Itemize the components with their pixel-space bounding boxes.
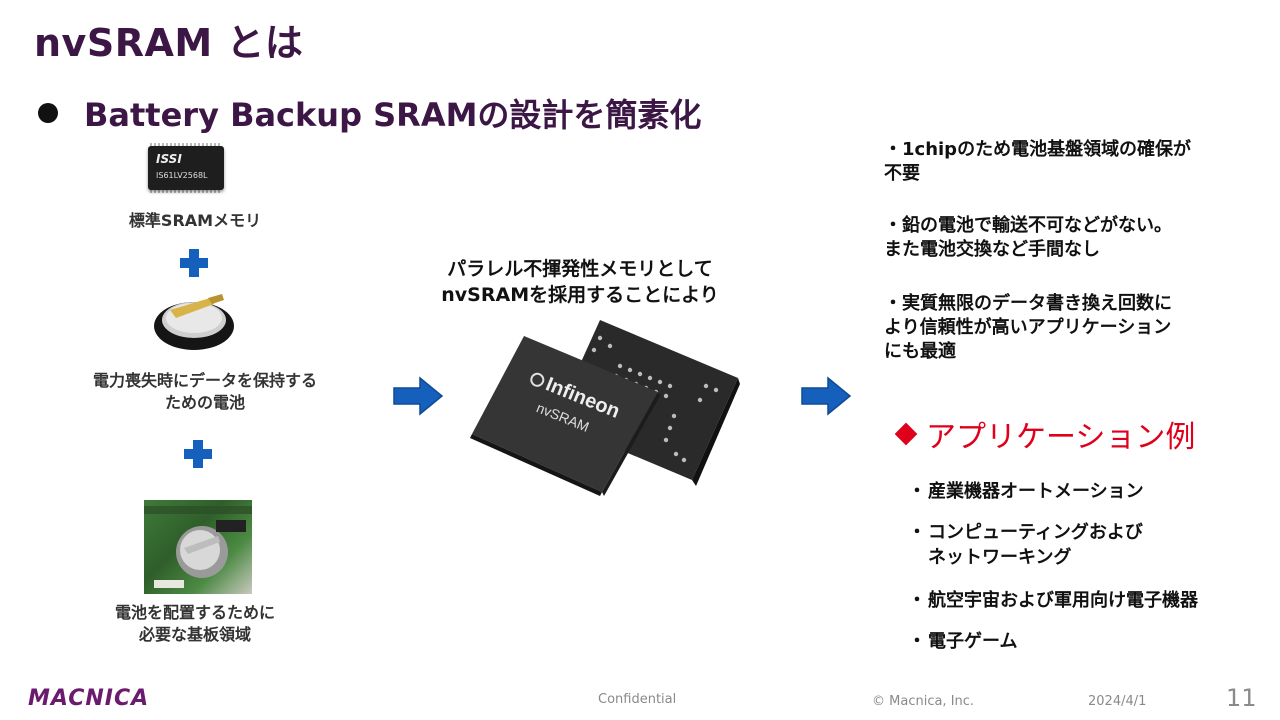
slide-title: nvSRAM とは xyxy=(34,21,304,65)
list-item: ・ 産業機器オートメーション xyxy=(908,480,1144,504)
benefit-3-line3: にも最適 xyxy=(884,341,956,362)
sram-chip-brand: ISSI xyxy=(156,152,182,166)
list-bullet: ・ xyxy=(908,631,926,652)
nvsram-description-line2: nvSRAMを採用することにより xyxy=(441,284,719,306)
benefit-1-line2: 不要 xyxy=(884,163,920,184)
list-item: ・ 航空宇宙および軍用向け電子機器 xyxy=(908,589,1198,613)
list-item-text: コンピューティングおよび xyxy=(928,522,1143,543)
board-label-line2: 必要な基板領域 xyxy=(138,625,251,644)
nvsram-chip-image: Infineon nvSRAM xyxy=(470,320,740,496)
list-item: ネットワーキング xyxy=(908,546,1071,570)
chip-pins-bottom xyxy=(150,189,222,193)
list-item-text: 航空宇宙および軍用向け電子機器 xyxy=(928,590,1198,611)
list-item: ・ 電子ゲーム xyxy=(908,630,1017,654)
macnica-logo: MACNICA xyxy=(28,686,150,711)
list-bullet: ・ xyxy=(908,590,926,611)
board-photo xyxy=(144,500,252,594)
applications-title: アプリケーション例 xyxy=(894,412,1196,456)
benefit-2-line2: また電池交換など手間なし xyxy=(884,239,1100,260)
confidential-label: Confidential xyxy=(598,692,677,707)
arrow-right-icon xyxy=(393,376,444,416)
nvsram-description-line1: パラレル不揮発性メモリとして xyxy=(447,258,713,280)
sram-chip-part: IS61LV2568L xyxy=(156,171,208,180)
benefit-3-line1: ・実質無限のデータ書き換え回数に xyxy=(884,293,1172,314)
list-item-text: ネットワーキング xyxy=(928,547,1072,568)
benefit-1-line1: ・1chipのため電池基盤領域の確保が xyxy=(884,139,1192,160)
board-label: 電池を配置するために 必要な基板領域 xyxy=(60,602,330,646)
coin-battery-icon xyxy=(154,294,234,350)
board-battery-icon xyxy=(144,506,252,588)
page-number: 11 xyxy=(1226,684,1257,712)
list-bullet: ・ xyxy=(908,481,926,502)
battery-label-line1: 電力喪失時にデータを保持する xyxy=(92,371,317,390)
list-item: ・ コンピューティングおよび xyxy=(908,521,1143,545)
battery-label: 電力喪失時にデータを保持する ための電池 xyxy=(40,370,370,414)
battery-label-line2: ための電池 xyxy=(164,393,245,412)
copyright-label: © Macnica, Inc. xyxy=(872,694,975,709)
list-bullet xyxy=(908,546,928,570)
chip-pins-top xyxy=(150,143,222,147)
list-item-text: 産業機器オートメーション xyxy=(928,481,1144,502)
sram-label: 標準SRAMメモリ xyxy=(128,211,262,230)
subtitle-row: Battery Backup SRAMの設計を簡素化 xyxy=(38,90,701,136)
applications-title-text: アプリケーション例 xyxy=(926,420,1196,455)
benefit-2: ・鉛の電池で輸送不可などがない。 また電池交換など手間なし xyxy=(884,214,1172,262)
plus-icon xyxy=(184,440,212,468)
benefit-3-line2: より信頼性が高いアプリケーション xyxy=(884,317,1172,338)
arrow-right-icon xyxy=(801,376,852,416)
date-label: 2024/4/1 xyxy=(1088,694,1147,709)
benefit-2-line1: ・鉛の電池で輸送不可などがない。 xyxy=(884,215,1172,236)
benefit-1: ・1chipのため電池基盤領域の確保が 不要 xyxy=(884,138,1191,186)
list-bullet: ・ xyxy=(908,522,926,543)
bullet-dot-icon xyxy=(38,103,58,123)
diamond-icon xyxy=(894,422,918,446)
nvsram-description: パラレル不揮発性メモリとして nvSRAMを採用することにより xyxy=(400,256,760,308)
plus-icon xyxy=(180,249,208,277)
benefit-3: ・実質無限のデータ書き換え回数に より信頼性が高いアプリケーション にも最適 xyxy=(884,292,1172,364)
list-item-text: 電子ゲーム xyxy=(928,631,1018,652)
board-label-line1: 電池を配置するために xyxy=(114,603,275,622)
sram-chip-image: ISSI IS61LV2568L xyxy=(148,146,224,190)
slide-subtitle: Battery Backup SRAMの設計を簡素化 xyxy=(84,96,702,134)
